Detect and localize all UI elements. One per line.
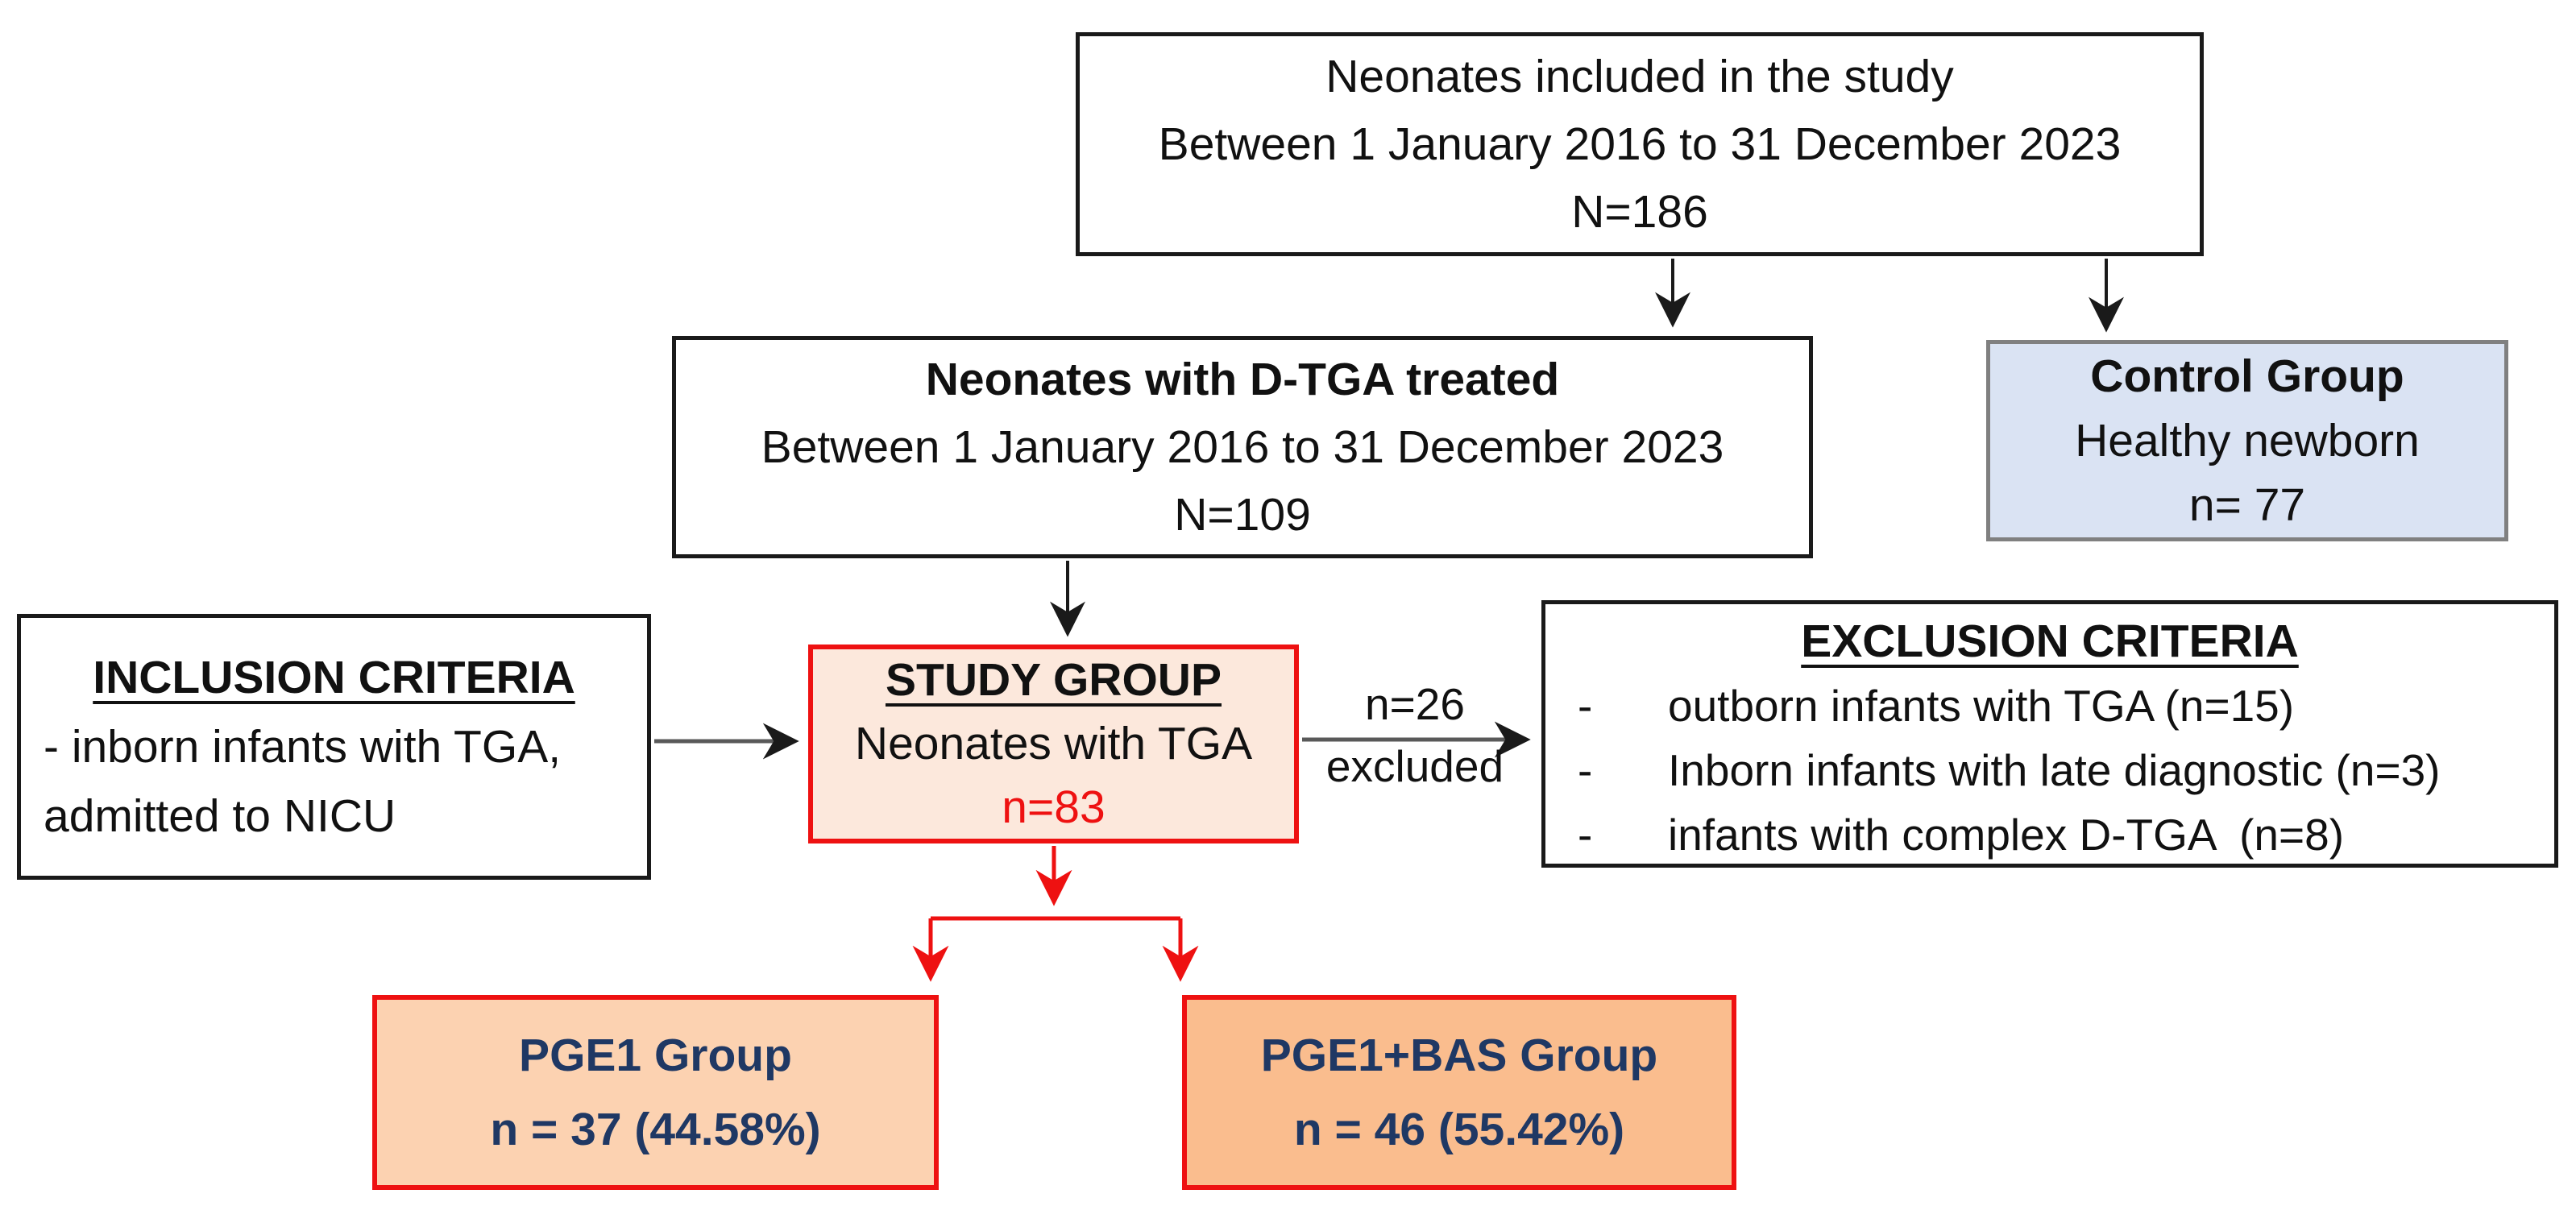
exclusion-item-text: infants with complex D-TGA (n=8) bbox=[1668, 810, 2345, 860]
control-count: n= 77 bbox=[2188, 479, 2306, 531]
study-line1: Neonates with TGA bbox=[854, 718, 1253, 769]
treated-line2: Between 1 January 2016 to 31 December 20… bbox=[761, 421, 1724, 473]
pge1-title: PGE1 Group bbox=[519, 1030, 792, 1081]
exclusion-item: - outborn infants with TGA (n=15) bbox=[1545, 674, 2554, 738]
exclusion-item-text: Inborn infants with late diagnostic (n=3… bbox=[1668, 745, 2441, 795]
exclusion-item: - Inborn infants with late diagnostic (n… bbox=[1545, 738, 2554, 802]
treated-count: N=109 bbox=[1174, 489, 1311, 541]
box-pge1-group: PGE1 Group n = 37 (44.58%) bbox=[372, 995, 939, 1190]
box-study-group: STUDY GROUP Neonates with TGA n=83 bbox=[808, 645, 1299, 843]
bullet-dash: - bbox=[1578, 681, 1593, 731]
included-line2: Between 1 January 2016 to 31 December 20… bbox=[1158, 118, 2122, 170]
box-pge1-bas-group: PGE1+BAS Group n = 46 (55.42%) bbox=[1182, 995, 1736, 1190]
pge1bas-title: PGE1+BAS Group bbox=[1260, 1030, 1658, 1081]
box-exclusion-criteria: EXCLUSION CRITERIA - outborn infants wit… bbox=[1541, 600, 2558, 868]
control-title: Control Group bbox=[2090, 350, 2404, 402]
included-count: N=186 bbox=[1571, 186, 1708, 238]
control-line2: Healthy newborn bbox=[2075, 415, 2420, 466]
treated-title: Neonates with D-TGA treated bbox=[925, 354, 1560, 405]
inclusion-title: INCLUSION CRITERIA bbox=[93, 652, 575, 703]
study-count: n=83 bbox=[1002, 781, 1105, 833]
bullet-dash: - bbox=[1578, 810, 1593, 860]
exclusion-item: - infants with complex D-TGA (n=8) bbox=[1545, 802, 2554, 867]
box-inclusion-criteria: INCLUSION CRITERIA - inborn infants with… bbox=[17, 614, 651, 880]
exclusion-item-text: outborn infants with TGA (n=15) bbox=[1668, 681, 2295, 731]
excluded-count-label: n=26 bbox=[1365, 679, 1465, 729]
bullet-dash: - bbox=[1578, 745, 1593, 795]
study-title: STUDY GROUP bbox=[885, 654, 1222, 706]
inclusion-line2: admitted to NICU bbox=[44, 790, 396, 842]
pge1-count: n = 37 (44.58%) bbox=[490, 1104, 821, 1155]
inclusion-line1: - inborn infants with TGA, bbox=[44, 721, 562, 773]
exclusion-title: EXCLUSION CRITERIA bbox=[1801, 616, 2299, 667]
excluded-word-label: excluded bbox=[1325, 741, 1504, 791]
pge1bas-count: n = 46 (55.42%) bbox=[1293, 1104, 1625, 1155]
box-neonates-included: Neonates included in the study Between 1… bbox=[1076, 32, 2204, 256]
box-control-group: Control Group Healthy newborn n= 77 bbox=[1986, 340, 2508, 541]
box-dtga-treated: Neonates with D-TGA treated Between 1 Ja… bbox=[672, 336, 1813, 558]
included-line1: Neonates included in the study bbox=[1325, 51, 1954, 102]
